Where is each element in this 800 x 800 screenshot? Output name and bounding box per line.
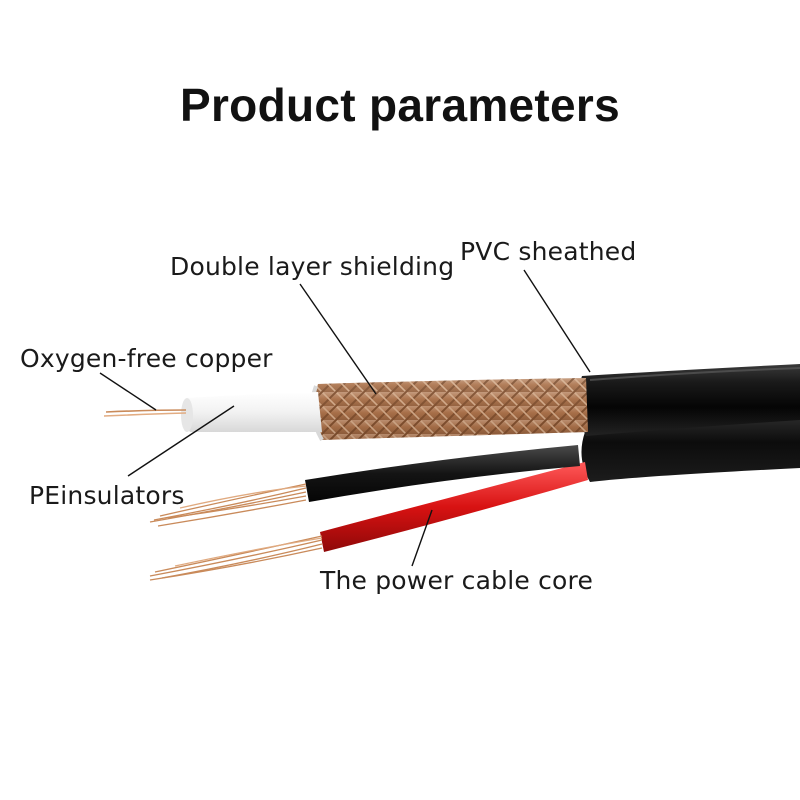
leader-power-core: [411, 509, 433, 567]
leader-shielding: [299, 283, 377, 395]
red-wire-strands: [149, 535, 323, 581]
label-power-core: The power cable core: [320, 566, 594, 595]
lower-sheath: [581, 416, 800, 482]
leader-copper: [99, 372, 157, 411]
main-sheath: [577, 364, 800, 436]
copper-core: [103, 409, 187, 417]
pe-insulator: [182, 392, 322, 432]
red-wire: [320, 462, 588, 552]
label-sheath: PVC sheathed: [460, 237, 637, 266]
label-shielding: Double layer shielding: [170, 252, 455, 281]
label-insulator: PEinsulators: [29, 481, 185, 510]
label-copper: Oxygen-free copper: [20, 344, 273, 373]
leader-sheath: [523, 269, 591, 373]
black-wire-strands: [149, 483, 307, 527]
page-title: Product parameters: [180, 79, 620, 131]
black-wire: [305, 445, 580, 502]
leader-insulator: [127, 405, 235, 477]
